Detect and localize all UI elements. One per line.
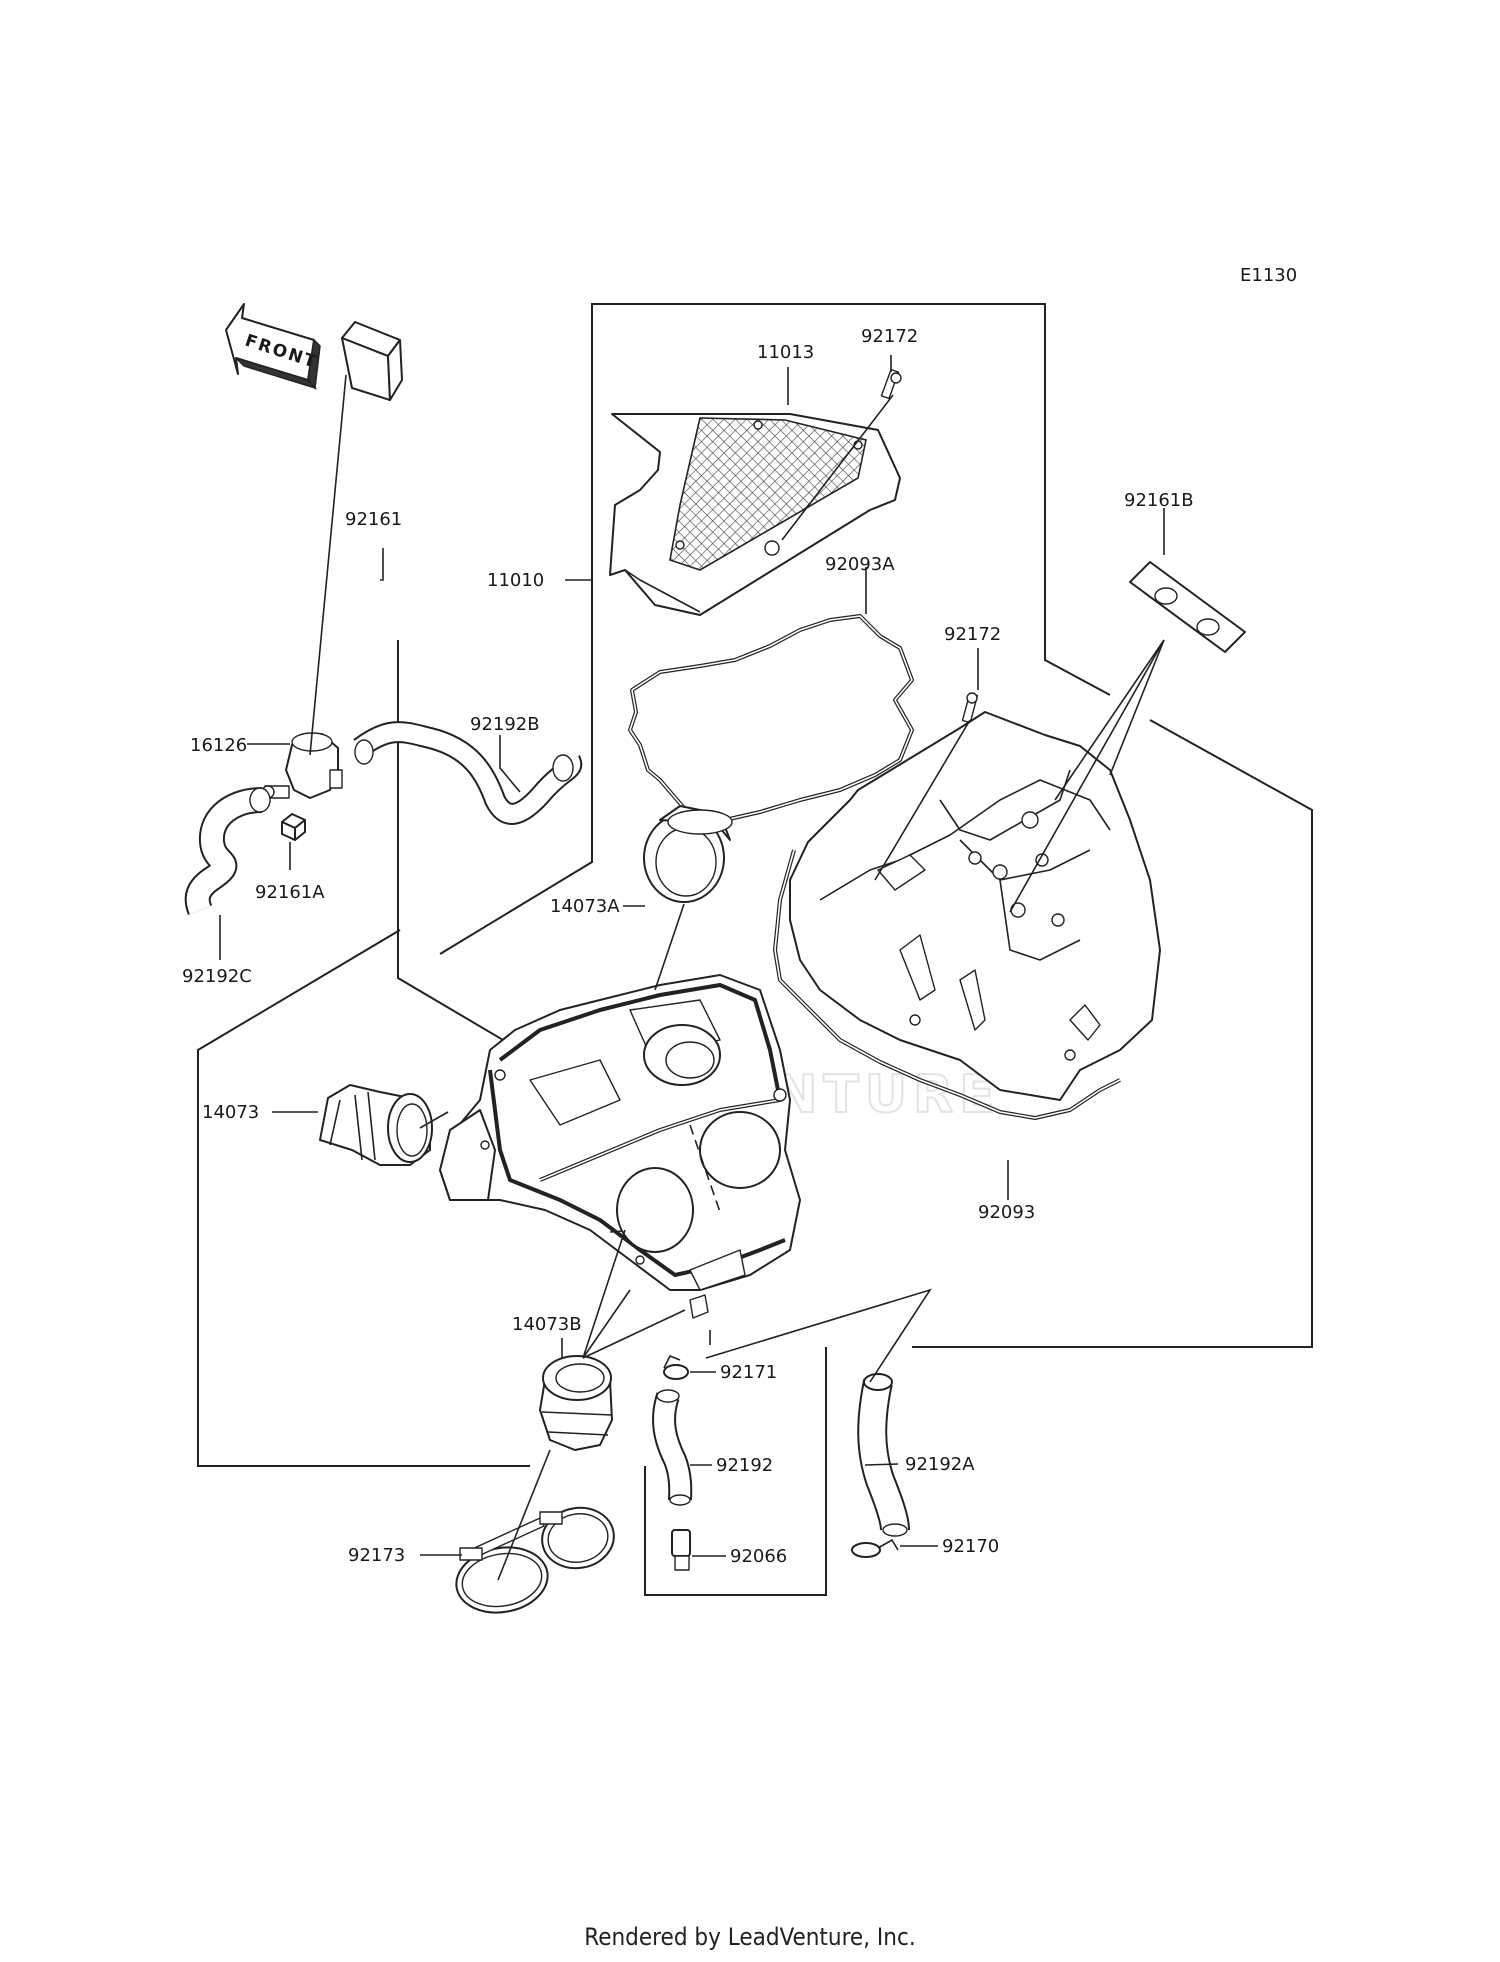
part-92173-clamps <box>455 1506 615 1614</box>
label-14073[interactable]: 14073 <box>202 1102 259 1123</box>
label-92161A[interactable]: 92161A <box>255 882 325 903</box>
part-92093-gasket <box>773 849 1121 1120</box>
label-92172-mid[interactable]: 92172 <box>944 624 1001 645</box>
front-arrow-icon: FRONT <box>225 303 321 390</box>
part-92172-screw-top <box>880 368 902 400</box>
label-92173[interactable]: 92173 <box>348 1545 405 1566</box>
label-16126[interactable]: 16126 <box>190 735 247 756</box>
label-11010[interactable]: 11010 <box>487 570 544 591</box>
part-14073-duct <box>319 1084 433 1166</box>
footer-credit: Rendered by LeadVenture, Inc. <box>584 1923 915 1951</box>
part-labels: 92172 11013 11010 92093A 92161 92161B 92… <box>182 326 1194 1567</box>
part-14073B-boot <box>539 1355 613 1451</box>
part-92192B-hose <box>353 721 583 825</box>
part-14073A-boot <box>643 805 733 903</box>
label-92170[interactable]: 92170 <box>942 1536 999 1557</box>
part-92192-hose <box>652 1389 693 1506</box>
label-92192[interactable]: 92192 <box>716 1455 773 1476</box>
assembly-frames <box>197 303 1313 1596</box>
label-92192C[interactable]: 92192C <box>182 966 252 987</box>
label-92192A[interactable]: 92192A <box>905 1454 975 1475</box>
part-92172-screw-mid <box>961 692 979 724</box>
part-92066-plug <box>671 1529 691 1571</box>
part-11013-air-filter <box>609 413 901 616</box>
part-92170-clip <box>851 1539 899 1558</box>
label-92161B[interactable]: 92161B <box>1124 490 1194 511</box>
part-92093A-gasket <box>628 614 914 822</box>
part-92161-pad <box>341 321 403 401</box>
label-92172-top[interactable]: 92172 <box>861 326 918 347</box>
leader-lines <box>219 355 1165 1581</box>
label-92093A[interactable]: 92093A <box>825 554 895 575</box>
label-92093[interactable]: 92093 <box>978 1202 1035 1223</box>
part-92161A-block <box>281 813 306 841</box>
label-11013[interactable]: 11013 <box>757 342 814 363</box>
part-92192C-hose <box>184 787 271 915</box>
part-lower-airbox <box>439 974 801 1319</box>
part-92171-clip <box>663 1355 689 1380</box>
part-92161B-pad <box>1129 561 1246 653</box>
label-92171[interactable]: 92171 <box>720 1362 777 1383</box>
label-14073A[interactable]: 14073A <box>550 896 620 917</box>
part-16126-valve <box>261 732 343 799</box>
part-92192A-hose <box>857 1373 910 1537</box>
label-14073B[interactable]: 14073B <box>512 1314 582 1335</box>
label-92192B[interactable]: 92192B <box>470 714 540 735</box>
diagram-code: E1130 <box>1240 265 1297 286</box>
label-92066[interactable]: 92066 <box>730 1546 787 1567</box>
label-92161[interactable]: 92161 <box>345 509 402 530</box>
